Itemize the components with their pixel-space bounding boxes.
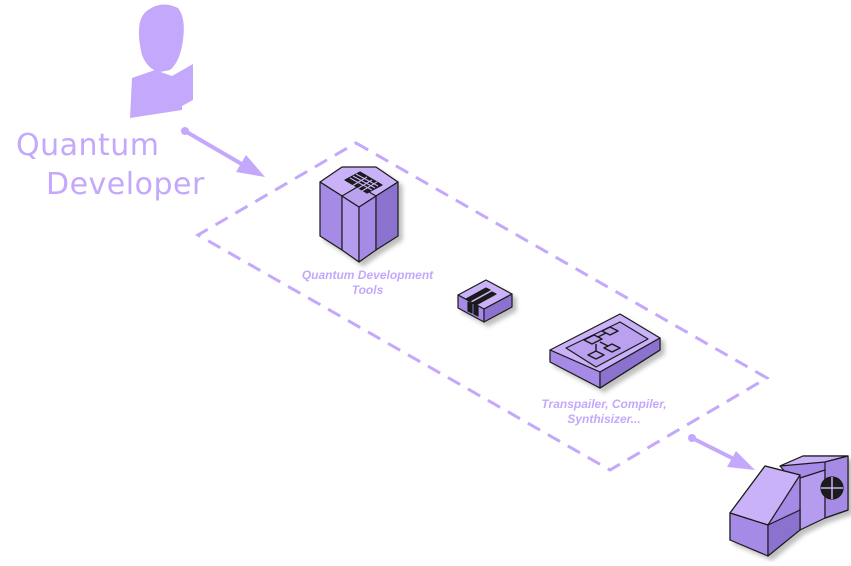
developer-label-line1: Quantum [16, 128, 160, 163]
quantum-processor-icon [729, 455, 849, 557]
flow-arrow-tools-to-hardware [688, 434, 755, 470]
dev-tools-label-line2: Tools [351, 283, 384, 297]
workflow-tile-icon [549, 313, 661, 389]
user-icon [130, 4, 193, 118]
tower-server-icon [319, 166, 399, 263]
transpiler-label-line1: Transpailer, Compiler, [541, 397, 667, 411]
dev-tools-label: Quantum Development Tools [285, 268, 450, 298]
group-boundary [194, 141, 770, 472]
flow-arrow-developer-to-tools [181, 127, 265, 177]
transpiler-label: Transpailer, Compiler, Synthisizer... [524, 397, 684, 427]
transpiler-label-line2: Synthisizer... [567, 412, 641, 426]
dev-tools-label-line1: Quantum Development [301, 268, 434, 282]
package-icon [457, 279, 513, 323]
developer-label-line2: Developer [46, 167, 205, 202]
